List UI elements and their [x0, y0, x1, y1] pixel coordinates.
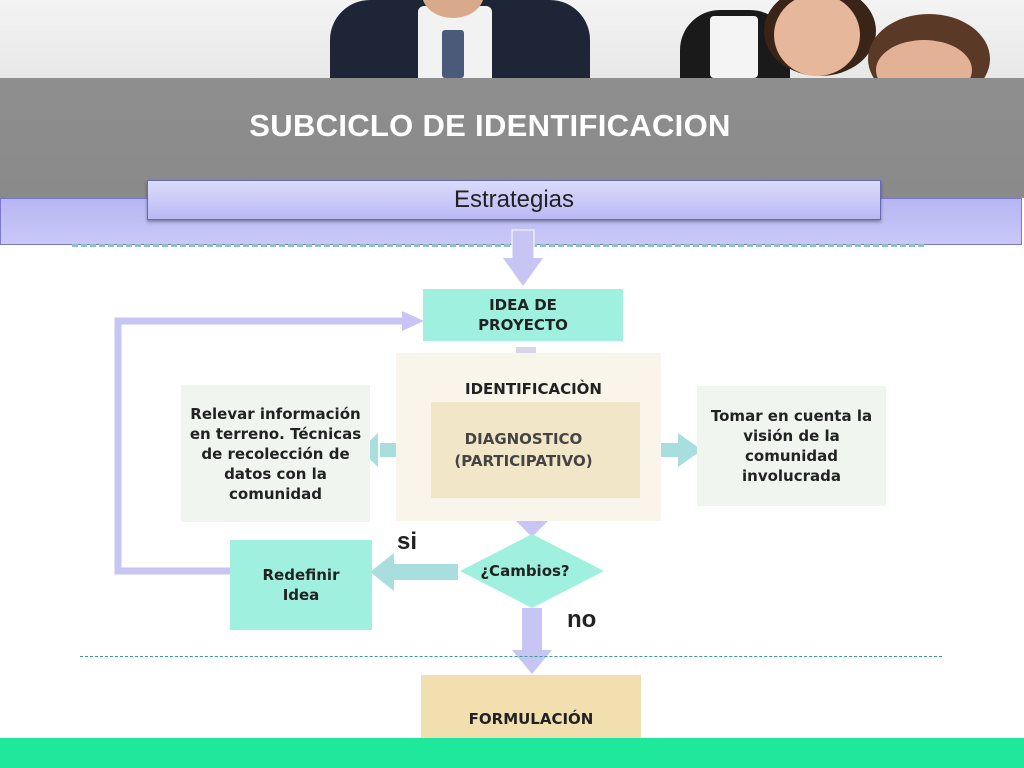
relevar-box: Relevar información en terreno. Técnicas…: [181, 385, 370, 522]
no-label: no: [567, 606, 597, 633]
formulacion-label: FORMULACIÓN: [468, 710, 594, 728]
tomar-box: Tomar en cuenta la visión de la comunida…: [697, 386, 886, 506]
redefinir-label: Redefinir Idea: [262, 566, 340, 604]
dashed-separator-bottom: [80, 656, 942, 657]
person-woman-smiling: [760, 0, 890, 78]
person-man-suit: [330, 0, 590, 78]
tomar-label: Tomar en cuenta la visión de la comunida…: [710, 407, 873, 485]
dashed-separator-top: [72, 244, 924, 247]
footer-green-bar: [0, 738, 1024, 768]
page-title: SUBCICLO DE IDENTIFICACION: [249, 108, 731, 143]
idea-de-proyecto-box: IDEA DE PROYECTO: [423, 289, 623, 341]
arrow-left-to-redefinir: [370, 553, 458, 591]
si-label: si: [397, 528, 418, 555]
cambios-label: ¿Cambios?: [480, 562, 569, 580]
diagnostico-line1: DIAGNOSTICO: [464, 430, 583, 448]
strategies-label: Estrategias: [453, 186, 575, 213]
strategies-box: Estrategias: [147, 180, 881, 220]
person-man-right: [862, 0, 1002, 78]
decision-diamond: ¿Cambios?: [460, 534, 604, 608]
relevar-label: Relevar información en terreno. Técnicas…: [189, 404, 362, 503]
redefinir-idea-box: Redefinir Idea: [230, 540, 372, 630]
diagnostico-box: DIAGNOSTICO (PARTICIPATIVO): [431, 402, 640, 498]
idea-de-proyecto-label: IDEA DE PROYECTO: [478, 296, 568, 334]
title-band: [0, 78, 1024, 198]
arrow-down-to-idea: [503, 229, 543, 286]
identificacion-label: IDENTIFICACIÒN: [465, 380, 602, 398]
arrow-down-to-formulacion: [512, 608, 552, 674]
feedback-loop-arrow: [114, 311, 424, 575]
diagnostico-line2: (PARTICIPATIVO): [454, 452, 593, 470]
header-photo: [0, 0, 1024, 78]
